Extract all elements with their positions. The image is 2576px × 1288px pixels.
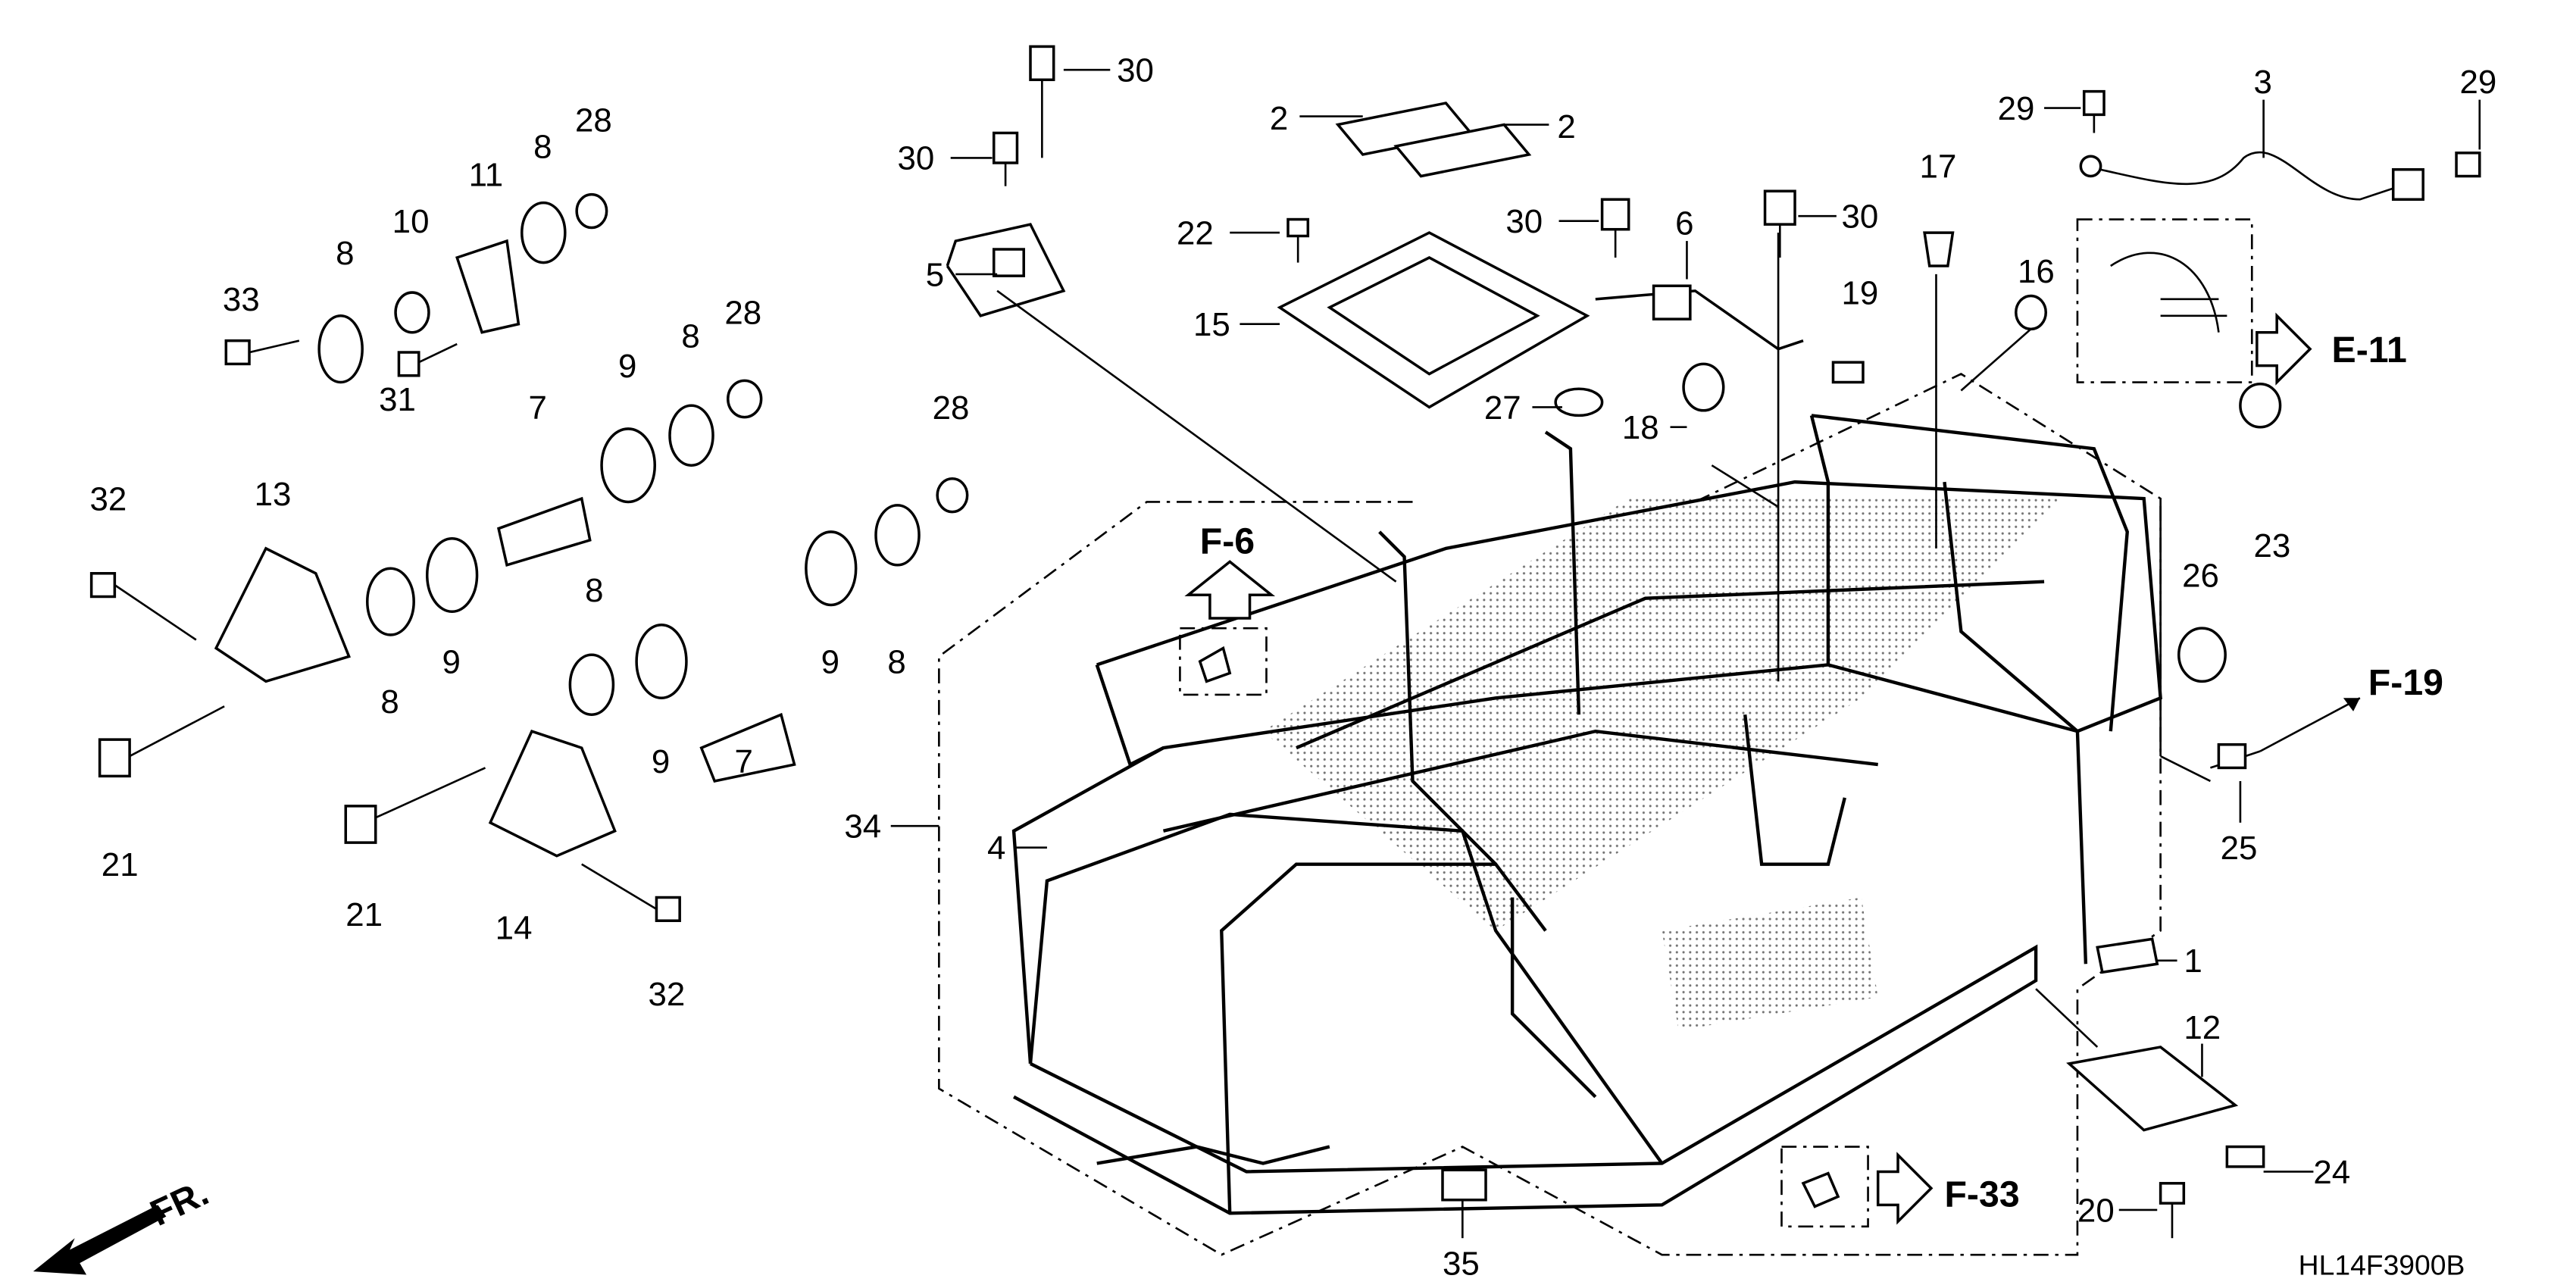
svg-text:E-11: E-11 [2332, 330, 2407, 370]
callout: 24 [2313, 1154, 2350, 1191]
callout: 2 [1557, 108, 1575, 145]
bolts [992, 45, 2481, 1239]
callout-numbers: 30 30 2 2 22 30 6 30 15 3 29 29 17 16 19… [89, 52, 2496, 1282]
callout: 5 [926, 256, 944, 293]
callout: 9 [652, 743, 670, 780]
callout: 3 [2253, 64, 2271, 101]
callout: 8 [585, 572, 603, 609]
callout: 28 [933, 389, 970, 427]
ref-arrow-f6[interactable]: F-6 [1184, 521, 1276, 620]
callout: 1 [2184, 943, 2202, 980]
callout: 7 [735, 743, 753, 780]
callout: 32 [648, 976, 685, 1013]
front-direction-arrow: FR. [33, 1172, 214, 1275]
callout: 21 [345, 896, 383, 933]
ref-arrow-e11[interactable]: E-11 [2256, 312, 2407, 386]
callout: 32 [89, 480, 127, 517]
callout: 17 [1920, 148, 1957, 186]
callout: 7 [529, 389, 547, 427]
connector-inset [2076, 218, 2253, 383]
ref-arrow-f19[interactable]: F-19 [2259, 662, 2443, 752]
callout: 13 [255, 476, 292, 513]
callout: 9 [442, 643, 460, 680]
bracket-5 [946, 223, 1066, 317]
callout: 4 [987, 830, 1005, 867]
callout: 8 [887, 643, 905, 680]
callout: 35 [1443, 1245, 1480, 1282]
callout: 8 [681, 317, 699, 355]
ref-arrow-f33[interactable]: F-33 [1876, 1152, 2020, 1225]
drive-parts [89, 192, 969, 922]
leader-lines [890, 68, 2481, 1239]
bracket-6 [1595, 284, 1804, 351]
callout: 23 [2253, 527, 2290, 564]
callout: 22 [1177, 214, 1214, 252]
callout: 27 [1484, 389, 1521, 427]
callout: 16 [2018, 253, 2055, 290]
callout: 21 [102, 846, 139, 883]
svg-text:F-33: F-33 [1944, 1174, 2019, 1215]
callout: 10 [392, 203, 430, 240]
callout: 9 [821, 643, 839, 680]
callout: 6 [1675, 205, 1693, 242]
callout: 15 [1193, 306, 1230, 343]
diagram-code: HL14F3900B [2299, 1249, 2465, 1280]
callout: 8 [533, 128, 552, 165]
callout: 11 [469, 157, 504, 194]
callout: 30 [1117, 52, 1154, 89]
plates [1277, 102, 1590, 409]
callout: 9 [618, 348, 636, 385]
callout: 12 [2184, 1009, 2221, 1046]
callout: 14 [496, 909, 533, 946]
svg-text:F-19: F-19 [2368, 662, 2443, 703]
callout: 29 [1998, 90, 2035, 127]
callout: 34 [844, 808, 881, 846]
callout: 18 [1622, 409, 1659, 446]
callout: 26 [2182, 557, 2219, 594]
callout: 28 [724, 295, 761, 332]
callout: 30 [1841, 199, 1878, 236]
callout: 30 [898, 140, 935, 177]
svg-text:FR.: FR. [144, 1172, 214, 1234]
callout: 31 [379, 381, 416, 418]
callout: 28 [575, 102, 612, 139]
callout: 8 [336, 235, 354, 272]
callout: 19 [1841, 274, 1878, 311]
callout: 30 [1505, 203, 1543, 240]
svg-text:F-6: F-6 [1200, 521, 1255, 561]
harness-3 [2079, 151, 2424, 201]
callout: 20 [2077, 1192, 2115, 1229]
callout: 2 [1270, 100, 1288, 137]
main-frame [1011, 414, 2162, 1215]
callout: 29 [2459, 64, 2496, 101]
callout: 8 [380, 683, 399, 721]
callout: 33 [223, 281, 260, 318]
callout: 25 [2221, 830, 2258, 867]
